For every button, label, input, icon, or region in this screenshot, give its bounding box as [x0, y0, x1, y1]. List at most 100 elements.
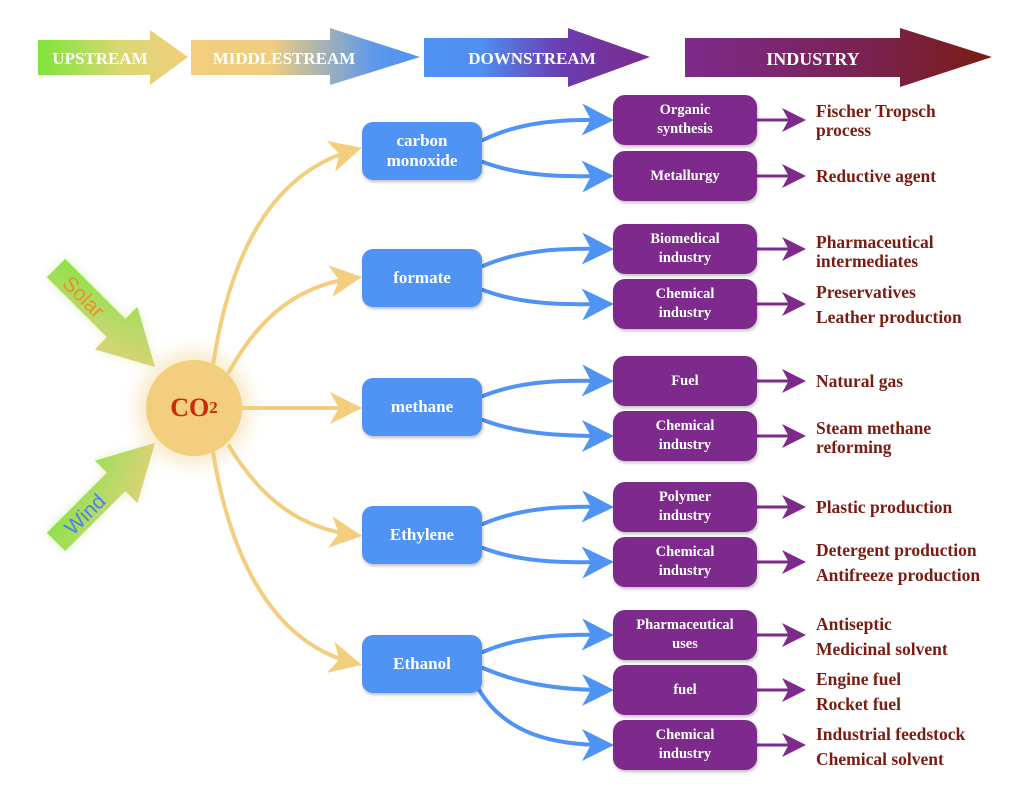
- sector-fuel-methane: Fuel: [613, 356, 757, 406]
- product-label: Ethanol: [393, 654, 451, 673]
- application-detergent-antifreeze: Detergent production Antifreeze producti…: [816, 538, 980, 588]
- application-fischer-tropsch: Fischer Tropsch process: [816, 102, 936, 140]
- sector-label: Fuel: [671, 372, 699, 389]
- sector-metallurgy: Metallurgy: [613, 151, 757, 201]
- stage-arrow-middlestream: MIDDLESTREAM: [191, 28, 420, 85]
- co2-formula: CO: [170, 393, 210, 422]
- solar-arrow: Solar: [46, 258, 155, 367]
- arrow-carbon-monoxide-to-metallurgy: [481, 160, 614, 193]
- application-steam-methane-reforming: Steam methane reforming: [816, 419, 931, 457]
- sector-polymer-industry: Polymer industry: [613, 482, 757, 532]
- product-label: methane: [390, 397, 454, 416]
- sector-label-line: Organic: [659, 102, 711, 118]
- stage-label-industry: INDUSTRY: [766, 49, 859, 69]
- arrow-co2-to-ethanol: [211, 450, 362, 673]
- application-line: Detergent production: [816, 540, 977, 560]
- sector-label-line: industry: [658, 746, 712, 762]
- sector-pharmaceutical-uses: Pharmaceutical uses: [613, 610, 757, 660]
- application-reductive-agent: Reductive agent: [816, 164, 936, 189]
- product-ethylene: Ethylene: [362, 506, 482, 564]
- sector-label-line: Chemical: [655, 544, 715, 560]
- application-engine-rocket-fuel: Engine fuel Rocket fuel: [816, 667, 901, 717]
- stage-label-middlestream: MIDDLESTREAM: [213, 49, 356, 68]
- sector-chemical-industry-formate: Chemical industry: [613, 279, 757, 329]
- sector-biomedical-industry: Biomedical industry: [613, 224, 757, 274]
- sector-fuel-ethanol: fuel: [613, 665, 757, 715]
- application-line: Medicinal solvent: [816, 639, 948, 659]
- product-label: Ethylene: [389, 525, 455, 544]
- arrow-co2-to-carbon-monoxide: [211, 140, 362, 367]
- application-line: Pharmaceutical: [816, 232, 934, 252]
- sector-label: Metallurgy: [650, 167, 720, 184]
- product-label-line: carbon: [396, 131, 448, 150]
- arrow-carbon-monoxide-to-organic-synthesis: [481, 103, 614, 142]
- sector-chemical-industry-methane: Chemical industry: [613, 411, 757, 461]
- arrow-ethylene-to-polymer: [481, 490, 614, 526]
- application-line: Preservatives: [816, 282, 916, 302]
- arrow-formate-to-chemical: [481, 288, 614, 321]
- product-ethanol: Ethanol: [362, 635, 482, 693]
- sector-label: fuel: [673, 681, 697, 698]
- product-label-line: monoxide: [386, 151, 458, 170]
- arrow-methane-to-fuel: [481, 364, 614, 398]
- product-label: formate: [393, 268, 451, 287]
- application-line: Leather production: [816, 307, 962, 327]
- stage-arrow-downstream: DOWNSTREAM: [424, 28, 650, 87]
- sector-label-line: Chemical: [655, 418, 715, 434]
- sector-label-line: industry: [658, 563, 712, 579]
- stage-label-upstream: UPSTREAM: [52, 49, 147, 68]
- arrow-co2-to-formate: [227, 265, 362, 374]
- application-feedstock-solvent: Industrial feedstock Chemical solvent: [816, 722, 965, 772]
- product-formate: formate: [362, 249, 482, 307]
- stage-arrow-upstream: UPSTREAM: [38, 30, 188, 85]
- sector-label-line: Chemical: [655, 286, 715, 302]
- arrow-ethanol-to-fuel: [481, 666, 614, 706]
- application-preservatives-leather: Preservatives Leather production: [816, 280, 962, 330]
- application-line: Rocket fuel: [816, 694, 902, 714]
- sector-label-line: Polymer: [658, 489, 712, 505]
- sector-label-line: industry: [658, 250, 712, 266]
- sector-label-line: Pharmaceutical: [636, 617, 734, 633]
- arrow-methane-to-chemical: [481, 418, 614, 452]
- sector-label-line: industry: [658, 437, 712, 453]
- application-line: Natural gas: [816, 371, 904, 391]
- co2-subscript: 2: [209, 398, 218, 417]
- arrow-co2-to-ethylene: [227, 444, 362, 548]
- wind-arrow: Wind: [46, 443, 155, 552]
- application-pharmaceutical-intermediates: Pharmaceutical intermediates: [816, 233, 934, 271]
- application-plastic-production: Plastic production: [816, 495, 952, 520]
- arrow-ethanol-to-pharmaceutical: [481, 618, 614, 654]
- application-line: Fischer Tropsch: [816, 101, 936, 121]
- application-line: Steam methane: [816, 418, 932, 438]
- sector-organic-synthesis: Organic synthesis: [613, 95, 757, 145]
- application-antiseptic-medicinal: Antiseptic Medicinal solvent: [816, 612, 948, 662]
- application-natural-gas: Natural gas: [816, 369, 903, 394]
- application-line: Antifreeze production: [816, 565, 981, 585]
- sector-label-line: uses: [672, 636, 698, 652]
- application-line: reforming: [816, 437, 892, 457]
- arrow-ethanol-to-chemical: [476, 686, 614, 761]
- application-line: Engine fuel: [816, 669, 902, 689]
- application-line: Antiseptic: [816, 614, 892, 634]
- sector-chemical-industry-ethylene: Chemical industry: [613, 537, 757, 587]
- application-line: process: [816, 120, 872, 140]
- stage-label-downstream: DOWNSTREAM: [468, 49, 596, 68]
- sector-chemical-industry-ethanol: Chemical industry: [613, 720, 757, 770]
- sector-label-line: Chemical: [655, 727, 715, 743]
- application-line: Chemical solvent: [816, 749, 944, 769]
- application-line: intermediates: [816, 251, 919, 271]
- sector-label-line: Biomedical: [650, 231, 720, 247]
- arrow-ethylene-to-chemical: [481, 546, 614, 579]
- application-line: Industrial feedstock: [816, 724, 966, 744]
- product-methane: methane: [362, 378, 482, 436]
- application-line: Reductive agent: [816, 166, 937, 186]
- arrow-formate-to-biomedical: [481, 232, 614, 268]
- application-line: Plastic production: [816, 497, 953, 517]
- sector-label-line: synthesis: [657, 121, 713, 137]
- stage-arrow-industry: INDUSTRY: [685, 28, 992, 87]
- sector-label-line: industry: [658, 508, 712, 524]
- sector-label-line: industry: [658, 305, 712, 321]
